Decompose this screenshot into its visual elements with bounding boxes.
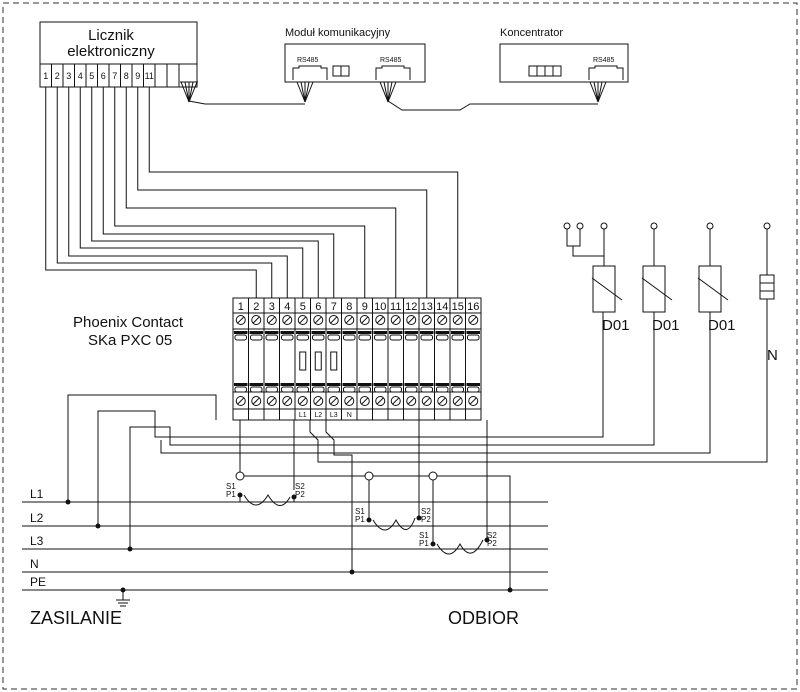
bus-label-PE: PE	[30, 575, 46, 589]
supply-label: ZASILANIE	[30, 608, 122, 628]
surge-label-2: D01	[652, 317, 680, 334]
block-label-L1: L1	[299, 412, 307, 419]
terminal-number-16: 16	[467, 301, 479, 313]
surge-label-1: D01	[602, 317, 630, 334]
block-label-L2: L2	[314, 412, 322, 419]
communication-module: Moduł komunikacyjny RS485 RS485	[284, 27, 426, 83]
comm-rs485-connector-2	[379, 81, 397, 103]
ct-label-p2-3: P2	[295, 490, 305, 499]
block-label-L3: L3	[330, 412, 338, 419]
meter-terminal-9: 9	[135, 71, 140, 81]
comm-module-title: Moduł komunikacyjny	[285, 27, 391, 39]
terminal-number-15: 15	[452, 301, 464, 313]
ct-label-s2-2: S2	[295, 482, 305, 491]
terminal-number-10: 10	[374, 301, 386, 313]
ct-label-s1-0: S1	[226, 482, 236, 491]
ct-label-p1-1: P1	[226, 490, 236, 499]
ground-symbol	[116, 590, 130, 607]
meter-wires	[45, 87, 459, 298]
meter-terminal-5: 5	[89, 71, 94, 81]
ct-label-p2-11: P2	[487, 539, 497, 548]
terminal-number-12: 12	[405, 301, 417, 313]
meter-terminal-7: 7	[112, 71, 117, 81]
meter-terminal-6: 6	[101, 71, 106, 81]
terminal-number-1: 1	[238, 301, 244, 313]
concentrator-port-label: RS485	[593, 57, 615, 64]
load-label: ODBIOR	[448, 608, 519, 628]
terminal-number-13: 13	[421, 301, 433, 313]
bus-label-L3: L3	[30, 534, 44, 548]
comm-rs485-connector-1	[296, 81, 314, 103]
meter-terminal-8: 8	[124, 71, 129, 81]
terminal-number-2: 2	[253, 301, 259, 313]
concentrator-rs485-connector	[589, 81, 607, 103]
meter-rs485-connector	[180, 81, 198, 103]
comm-port1-label: RS485	[297, 57, 319, 64]
block-maker: Phoenix Contact	[73, 314, 184, 331]
ct-label-s1-8: S1	[419, 531, 429, 540]
comm-port2-label: RS485	[380, 57, 402, 64]
bus-label-L1: L1	[30, 487, 44, 501]
terminal-number-8: 8	[346, 301, 352, 313]
meter-terminal-4: 4	[78, 71, 83, 81]
ct-label-s1-4: S1	[355, 507, 365, 516]
ct-label-p1-5: P1	[355, 515, 365, 524]
meter-title-line1: Licznik	[88, 27, 134, 44]
meter-title-line2: elektroniczny	[67, 43, 155, 60]
bus-label-N: N	[30, 557, 39, 571]
ct-label-s2-10: S2	[487, 531, 497, 540]
meter-terminal-2: 2	[55, 71, 60, 81]
surge-label-3: D01	[708, 317, 736, 334]
terminal-number-11: 11	[390, 301, 401, 313]
meter-terminal-3: 3	[66, 71, 71, 81]
bus-label-L2: L2	[30, 511, 44, 525]
terminal-number-5: 5	[300, 301, 306, 313]
terminal-number-4: 4	[284, 301, 290, 313]
ct-label-p2-7: P2	[421, 515, 431, 524]
terminal-number-14: 14	[436, 301, 448, 313]
meter-terminal-11: 11	[145, 71, 154, 81]
neutral-label: N	[767, 347, 778, 364]
terminal-number-6: 6	[315, 301, 321, 313]
ct-label-p1-9: P1	[419, 539, 429, 548]
terminal-number-7: 7	[331, 301, 337, 313]
block-model: SKa PXC 05	[88, 332, 172, 349]
block-label-N: N	[347, 412, 352, 419]
concentrator-title: Koncentrator	[500, 27, 563, 39]
concentrator: Koncentrator RS485	[499, 27, 629, 83]
ct-label-s2-6: S2	[421, 507, 431, 516]
rs485-link-meter	[188, 100, 305, 105]
meter-terminal-1: 1	[43, 71, 48, 81]
rs485-link-concentrator	[387, 100, 598, 111]
terminal-number-3: 3	[269, 301, 275, 313]
terminal-number-9: 9	[362, 301, 368, 313]
